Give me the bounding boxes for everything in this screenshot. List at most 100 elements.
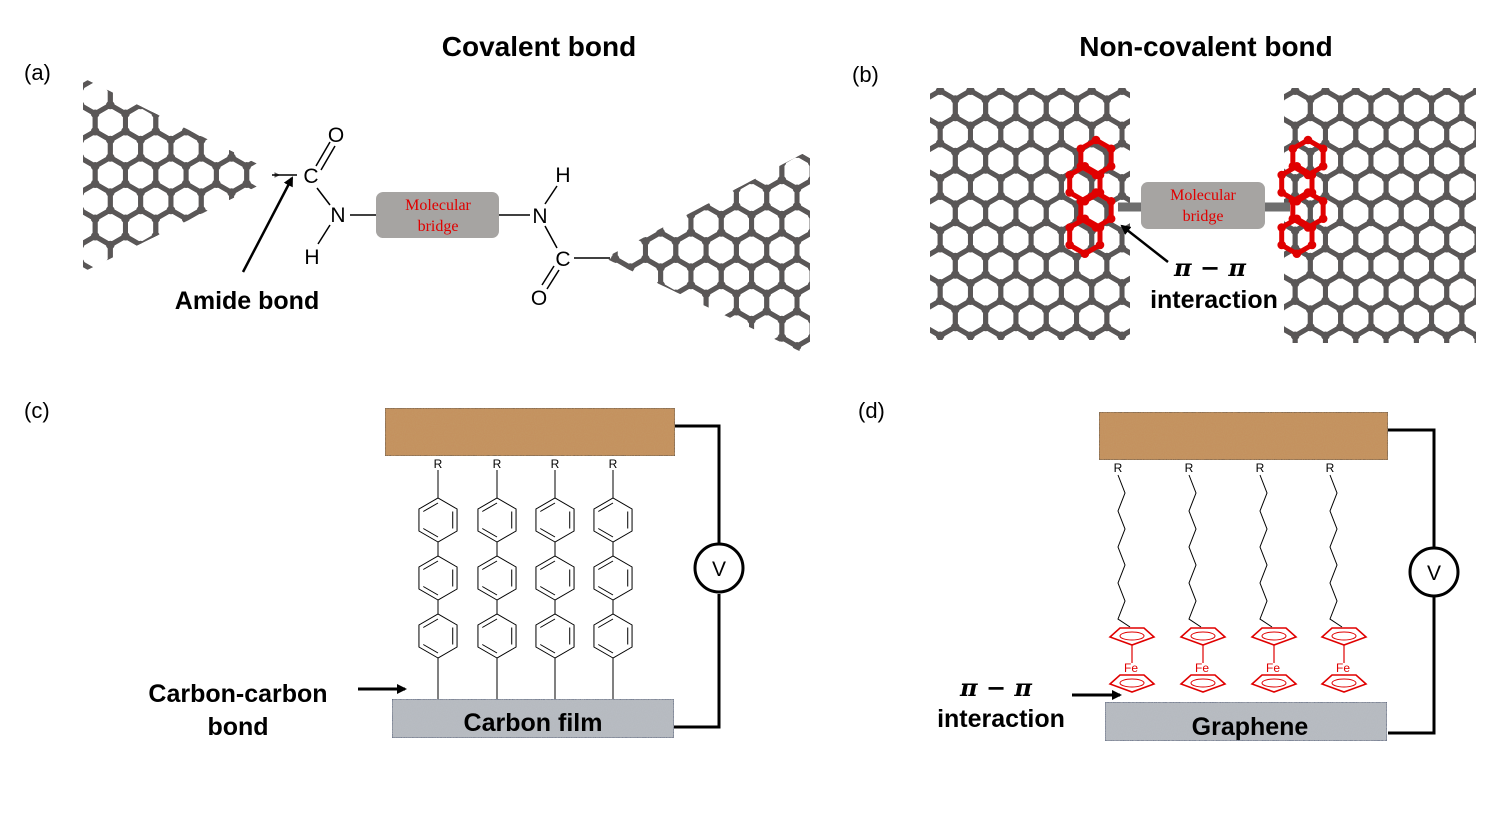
carbon-atom-sphere: [1102, 270, 1112, 279]
carbon-atom-sphere: [807, 158, 810, 167]
carbon-atom-sphere: [1102, 305, 1112, 314]
carbon-atom-sphere: [981, 252, 990, 262]
carbon-atom-sphere: [762, 289, 772, 299]
carbon-atom-sphere: [656, 280, 665, 290]
carbon-atom-sphere: [747, 158, 756, 167]
carbon-atom-sphere: [1336, 95, 1345, 104]
carbon-atom-sphere: [747, 333, 756, 342]
r-group-d1: R: [1114, 461, 1123, 475]
carbon-atom-sphere: [1102, 95, 1112, 104]
pyrene-atom-sphere: [1095, 170, 1105, 180]
carbon-atom-sphere: [1230, 244, 1239, 253]
carbon-atom-sphere: [610, 184, 620, 194]
carbon-atom-sphere: [121, 161, 130, 171]
carbon-atom-sphere: [227, 153, 236, 162]
carbon-atom-sphere: [951, 305, 960, 314]
carbon-atom-sphere: [1442, 88, 1452, 96]
carbon-atom-sphere: [626, 315, 635, 325]
panel-label-d: (d): [858, 398, 885, 423]
carbon-atom-sphere: [626, 158, 635, 167]
carbon-atom-sphere: [890, 60, 899, 69]
carbon-atom-sphere: [671, 289, 681, 299]
carbon-atom-sphere: [823, 359, 832, 368]
pyrene-atom-sphere: [1307, 223, 1317, 232]
carbon-atom-sphere: [807, 315, 810, 325]
carbon-atom-sphere: [1261, 331, 1270, 340]
carbon-atom-sphere: [83, 205, 85, 215]
carbon-atom-sphere: [1396, 147, 1406, 157]
carbon-atom-sphere: [257, 188, 267, 197]
carbon-atom-sphere: [1011, 147, 1021, 157]
carbon-atom-sphere: [966, 243, 975, 253]
carbon-atom-sphere: [1366, 147, 1376, 157]
carbon-atom-sphere: [121, 214, 130, 224]
carbon-atom-sphere: [1291, 349, 1300, 358]
carbon-atom-sphere: [1133, 218, 1142, 227]
carbon-atom-sphere: [272, 179, 280, 189]
carbon-atom-sphere: [1041, 165, 1051, 174]
pyrene-atom-sphere: [1076, 144, 1086, 154]
carbon-atom-sphere: [981, 358, 990, 367]
carbon-atom-sphere: [1163, 358, 1172, 367]
carbon-atom-sphere: [1396, 217, 1406, 227]
carbon-atom-sphere: [565, 368, 574, 377]
carbon-atom-sphere: [1412, 278, 1421, 288]
benzene-ring: [535, 497, 575, 543]
carbon-atom-sphere: [1087, 69, 1096, 78]
pyrene-atom-sphere: [1292, 161, 1302, 171]
carbon-atom-sphere: [1057, 278, 1066, 288]
carbon-atom-sphere: [1178, 121, 1187, 130]
carbon-atom-sphere: [106, 293, 115, 302]
pyrene-atom-sphere: [1292, 214, 1302, 224]
carbon-atom-sphere: [807, 280, 810, 290]
carbon-atom-sphere: [212, 126, 221, 136]
carbon-atom-sphere: [981, 200, 990, 209]
carbon-atom-sphere: [686, 263, 696, 272]
carbon-atom-sphere: [935, 243, 945, 253]
carbon-atom-sphere: [951, 217, 960, 227]
carbon-atom-sphere: [196, 258, 206, 267]
carbon-atom-sphere: [166, 205, 176, 215]
carbon-atom-sphere: [121, 231, 130, 241]
oxygen-atom-2: O: [531, 287, 547, 310]
carbon-atom-sphere: [181, 266, 191, 272]
carbon-atom-sphere: [671, 254, 681, 264]
carbon-atom-sphere: [1381, 296, 1391, 306]
molecular-bridge-box-a: [376, 192, 499, 238]
carbon-atom-sphere: [565, 333, 574, 342]
pyrene-anchor-left: [1065, 135, 1116, 259]
carbon-atom-sphere: [1412, 331, 1421, 341]
carbon-atom-sphere: [996, 226, 1006, 236]
carbon-atom-sphere: [1472, 174, 1476, 183]
carbon-atom-sphere: [182, 57, 191, 66]
carbon-atom-sphere: [1163, 165, 1172, 174]
carbon-atom-sphere: [1148, 121, 1157, 130]
carbon-atom-sphere: [875, 279, 884, 288]
carbon-atom-sphere: [966, 173, 975, 183]
carbon-atom-sphere: [641, 341, 650, 351]
carbon-atom-sphere: [853, 237, 862, 246]
carbon-atom-sphere: [1412, 138, 1421, 148]
carbon-atom-sphere: [671, 341, 681, 351]
carbon-atom-sphere: [1011, 252, 1021, 262]
cyclopentadienyl-ring: [1250, 627, 1298, 646]
carbon-atom-sphere: [1011, 322, 1021, 332]
molecular-bridge-box-b: [1141, 182, 1265, 229]
carbon-atom-sphere: [121, 266, 130, 272]
carbon-atom-sphere: [212, 78, 221, 84]
carbon-atom-sphere: [45, 153, 54, 162]
carbon-atom-sphere: [747, 175, 756, 185]
fe-label-1: Fe: [1124, 661, 1138, 675]
carbon-atom-sphere: [701, 201, 711, 211]
panel-c: Carbon film R R R R V Carbon-carbon bond: [148, 407, 745, 741]
carbon-atom-sphere: [1011, 270, 1021, 279]
carbon-atom-sphere: [166, 135, 176, 145]
carbon-atom-sphere: [106, 240, 115, 250]
carbon-atom-sphere: [1366, 95, 1376, 104]
pi-arrow-b: [1120, 224, 1169, 263]
carbon-atom-sphere: [90, 179, 100, 189]
carbon-atom-sphere: [838, 263, 847, 272]
carbon-atom-sphere: [1148, 139, 1157, 148]
carbon-atom-sphere: [1245, 165, 1254, 174]
carbon-atom-sphere: [853, 307, 862, 316]
